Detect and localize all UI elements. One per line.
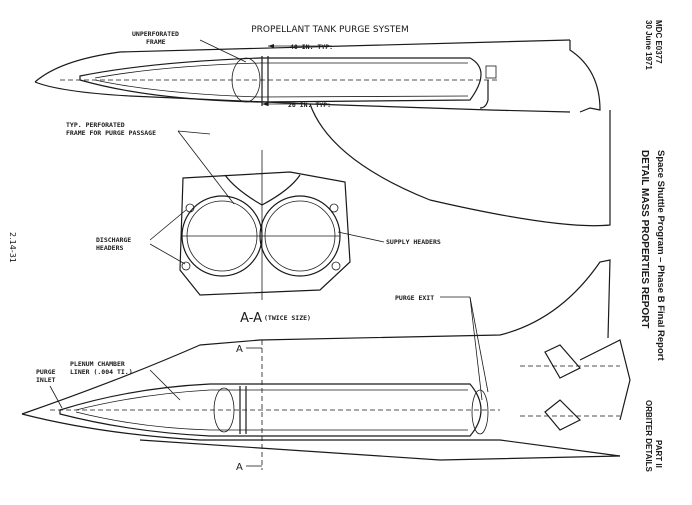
section-scale-label: (TWICE SIZE) [264,314,311,322]
discharge-leader-1 [149,209,187,241]
lower-tank-inner-upper [75,389,468,411]
discharge-headers-label-2: HEADERS [96,244,123,252]
lower-tank-outline [59,383,482,437]
purge-inlet-label-1: PURGE [36,368,56,376]
engine-bell-lower [544,399,582,431]
supply-leader [337,231,385,243]
dim-20-arrow [262,102,268,106]
report-title: DETAIL MASS PROPERTIES REPORT [639,150,650,329]
fuselage-upper-line [34,39,571,83]
unperforated-frame-shape [231,57,261,103]
perforated-frame-label-1: TYP. PERFORATED [66,121,125,129]
discharge-header-lower [181,261,191,271]
dim-40-label: 40 IN. TYP. [290,43,333,51]
aft-fairing [579,339,631,421]
unperforated-frame-label-1: UNPERFORATED [132,30,179,38]
supply-headers-label: SUPPLY HEADERS [386,238,441,246]
bottom-view [21,259,631,461]
section-a-a-label: A-A [240,311,262,326]
purge-exit-label: PURGE EXIT [395,294,434,302]
discharge-leader-2 [149,243,186,265]
section-top-fairing [224,174,301,206]
page-number: 2.14-31 [8,232,17,263]
section-marker-top: A [236,344,243,355]
perforated-frame-label-2: FRAME FOR PURGE PASSAGE [66,129,156,137]
upper-hull-curve [309,103,611,227]
doc-date: 30 June 1971 [644,20,653,70]
aft-section-outline [569,40,601,113]
purge-inlet-leader [49,385,63,409]
doc-id: MDC E0377 [654,20,663,64]
purge-inlet-label-2: INLET [36,376,56,384]
purge-exit-leader-c [469,296,489,393]
section-envelope [179,171,351,296]
lower-aft-dome [471,389,489,435]
aft-strut [479,80,489,109]
unperforated-leader [199,39,247,63]
top-view [34,39,611,227]
perforated-leader-1 [177,130,235,205]
purge-exit-leader-b [469,296,483,401]
part-label: PART II [654,440,663,468]
orbiter-nose-upper [21,259,611,415]
program-title: Space Shuttle Program – Phase B Final Re… [655,150,666,361]
engine-bell-upper [544,344,581,379]
lower-frame-1 [213,387,235,433]
tank-outline [79,57,482,103]
tank-inner-liner-lower [94,79,469,98]
perforated-leader-2 [177,130,211,135]
fuselage-lower-line [34,81,571,113]
dim-20-label: 20 IN. TYP. [288,101,331,109]
diagram-title: PROPELLANT TANK PURGE SYSTEM [251,25,408,35]
supply-header-upper [329,203,339,213]
plenum-label-1: PLENUM CHAMBER [70,360,125,368]
supply-header-lower [331,261,341,271]
plenum-leader [149,369,181,401]
lower-tank-inner-lower [75,411,468,431]
aft-fitting [485,65,497,79]
orbiter-nose-lower [21,413,621,457]
discharge-headers-label-1: DISCHARGE [96,236,131,244]
tank-inner-liner [94,62,468,79]
body-flap-line [139,439,621,461]
unperforated-frame-label-2: FRAME [146,38,166,46]
plenum-label-2: LINER (.004 TI.) [70,368,133,376]
discharge-header-upper [185,203,195,213]
part-title: ORBITER DETAILS [644,400,653,473]
section-marker-bottom: A [236,462,243,473]
dim-40-arrow [268,44,274,48]
section-a-a [179,150,351,300]
